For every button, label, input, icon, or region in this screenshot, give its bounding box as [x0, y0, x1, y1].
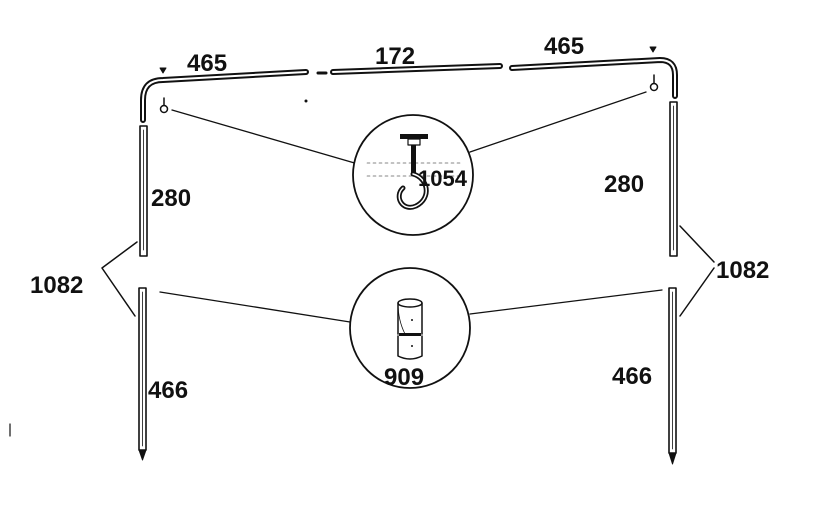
leader-connector-right [469, 289, 663, 315]
ball-pin-icon [159, 97, 169, 114]
left-bracket [101, 241, 138, 317]
hook-icon [366, 134, 461, 210]
leader-hook-right [469, 91, 647, 153]
leader-hook-left [171, 109, 359, 165]
ball-pin-icon [649, 74, 659, 92]
label-top-right-bar: 465 [544, 33, 584, 60]
top-left-bar [140, 69, 309, 123]
label-top-middle-bar: 172 [375, 43, 415, 70]
label-right-pole-assembly: 1082 [716, 257, 769, 284]
right-bracket [679, 225, 715, 317]
leader-connector-left [159, 291, 351, 323]
right-lower-pole [668, 287, 677, 465]
right-upper-pole [669, 101, 678, 257]
left-upper-pole [139, 125, 148, 257]
connector-sleeve-icon [397, 298, 423, 360]
label-right-lower-pole: 466 [612, 363, 652, 390]
label-left-lower-pole: 466 [148, 377, 188, 404]
top-middle-bar [316, 63, 503, 75]
left-lower-pole [138, 287, 147, 461]
label-connector-detail: 909 [384, 364, 424, 391]
top-right-bar [509, 57, 678, 99]
label-top-left-bar: 465 [187, 50, 227, 77]
dot-icon [304, 99, 308, 103]
label-hook-detail: 1054 [418, 166, 468, 191]
label-left-upper-pole: 280 [151, 185, 191, 212]
connector-detail-circle [349, 267, 471, 389]
label-left-pole-assembly: 1082 [30, 272, 83, 299]
marker-right-icon [649, 46, 657, 53]
label-right-upper-pole: 280 [604, 171, 644, 198]
marker-left-icon [159, 67, 167, 74]
